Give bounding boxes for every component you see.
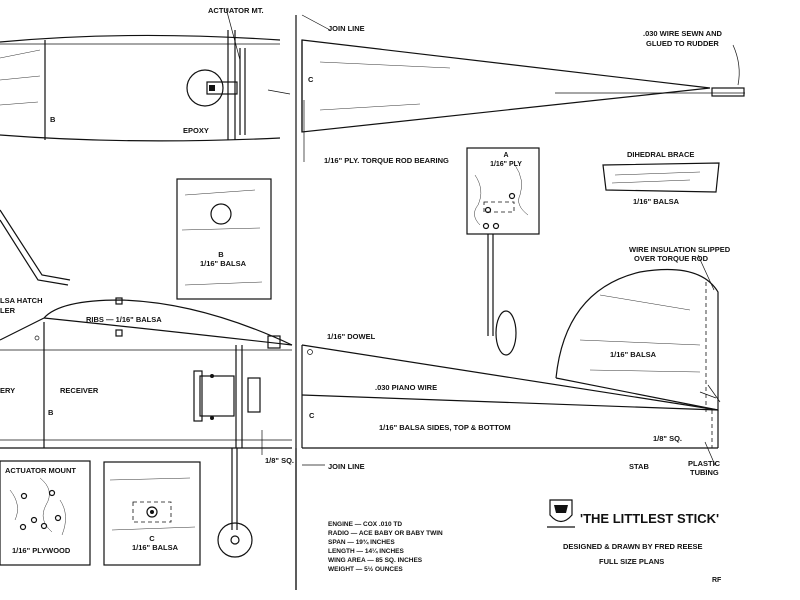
label-b-top: B (50, 115, 56, 124)
label-join-line-bottom: JOIN LINE (328, 462, 365, 471)
label-dihedral-sub: 1/16" BALSA (633, 197, 680, 206)
label-wire-sewn-1: .030 WIRE SEWN AND (643, 29, 722, 38)
label-wire-insulation-1: WIRE INSULATION SLIPPED (629, 245, 731, 254)
label-plywood: 1/16" PLYWOOD (12, 546, 71, 555)
tail-boom-top-view (301, 14, 745, 133)
label-b-card-sub: 1/16" BALSA (200, 259, 247, 268)
label-balsa-hatch-2: LER (0, 306, 16, 315)
label-b-bottom: B (48, 408, 54, 417)
label-dowel: 1/16" DOWEL (327, 332, 376, 341)
wing-and-fuselage-side (0, 297, 293, 558)
label-sides: 1/16" BALSA SIDES, TOP & BOTTOM (379, 423, 511, 432)
label-a-card: A (503, 152, 508, 159)
part-a-card (466, 147, 540, 356)
part-b-card (176, 178, 272, 300)
label-full-size: FULL SIZE PLANS (599, 557, 664, 566)
label-plastic-1: PLASTIC (688, 459, 721, 468)
spec-line: ENGINE — COX .010 TD (328, 521, 402, 528)
label-rudder-balsa: 1/16" BALSA (610, 350, 657, 359)
label-designed-by: DESIGNED & DRAWN BY FRED REESE (563, 542, 702, 551)
label-receiver: RECEIVER (60, 386, 99, 395)
part-c-card (103, 461, 201, 566)
label-c-card: C (149, 534, 155, 543)
spec-line: SPAN — 19¾ INCHES (328, 538, 395, 546)
label-battery: ERY (0, 386, 15, 395)
title-block (547, 499, 575, 528)
title-littlest-stick: 'THE LITTLEST STICK' (580, 511, 719, 526)
label-ribs: RIBS — 1/16" BALSA (86, 315, 162, 324)
label-wire-insulation-2: OVER TORQUE ROD (634, 254, 709, 263)
spec-line: WEIGHT — 5½ OUNCES (328, 565, 403, 573)
label-balsa-hatch: LSA HATCH (0, 296, 43, 305)
landing-gear-wire (0, 209, 71, 281)
label-c-card-sub: 1/16" BALSA (132, 543, 179, 552)
label-c-top: C (308, 75, 314, 84)
label-actuator-mount: ACTUATOR MOUNT (5, 466, 76, 475)
label-wire-sewn-2: GLUED TO RUDDER (646, 39, 719, 48)
label-dihedral-brace: DIHEDRAL BRACE (627, 150, 694, 159)
label-mark: RF (712, 577, 722, 584)
label-c-bottom: C (309, 411, 315, 420)
label-a-card-sub: 1/16" PLY (490, 161, 522, 168)
label-actuator-mt: ACTUATOR MT. (208, 6, 264, 15)
spec-line: LENGTH — 14¼ INCHES (328, 547, 405, 555)
label-eighth-sq-right: 1/8" SQ. (653, 434, 682, 443)
label-stab: STAB (629, 462, 649, 471)
spec-line: RADIO — ACE BABY OR BABY TWIN (328, 530, 443, 537)
fuselage-front-view (0, 7, 291, 142)
tail-side-view (301, 254, 721, 466)
label-torque-rod-bearing: 1/16" PLY. TORQUE ROD BEARING (324, 156, 449, 165)
spec-list: ENGINE — COX .010 TD RADIO — ACE BABY OR… (328, 521, 443, 573)
label-plastic-2: TUBING (690, 468, 719, 477)
label-epoxy: EPOXY (183, 126, 209, 135)
actuator-mount-card (0, 460, 91, 566)
dihedral-brace (602, 162, 720, 193)
label-piano-wire: .030 PIANO WIRE (375, 383, 437, 392)
label-b-card: B (218, 250, 224, 259)
spec-line: WING AREA — 85 SQ. INCHES (328, 557, 423, 564)
label-join-line-top: JOIN LINE (328, 24, 365, 33)
crest-logo (547, 499, 575, 528)
label-eighth-sq-left: 1/8" SQ. (265, 456, 294, 465)
